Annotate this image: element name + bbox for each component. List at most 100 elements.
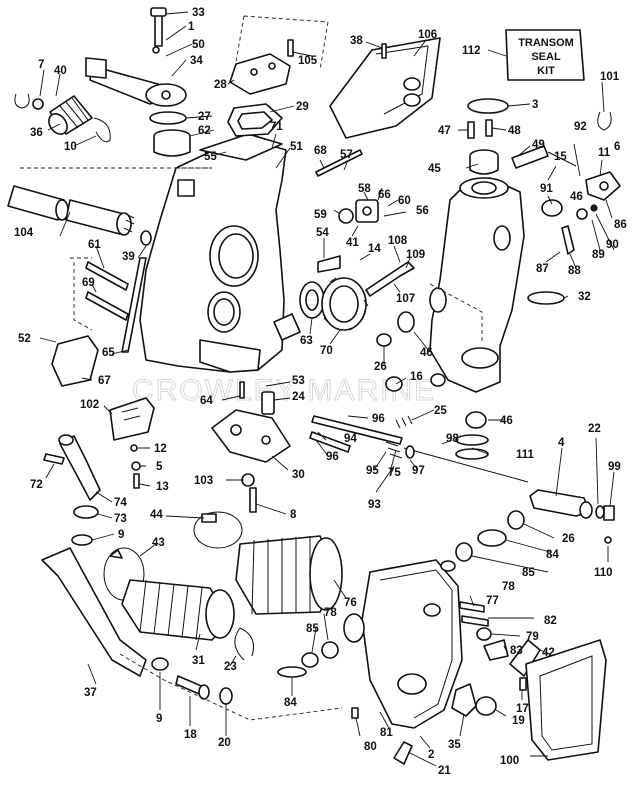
callout-39: 39 (122, 251, 135, 263)
gimbal-housing (429, 177, 525, 393)
leader-dash-61 (70, 257, 93, 331)
gimbal-ring-29 (227, 103, 283, 137)
gasket-35 (451, 683, 477, 717)
callout-57: 57 (340, 149, 353, 161)
washer-32 (527, 291, 565, 305)
callout-5: 5 (156, 461, 163, 473)
callout-19: 19 (512, 715, 525, 727)
callout-44: 44 (150, 509, 163, 521)
ring-59 (338, 208, 354, 224)
callout-3: 3 (532, 99, 538, 111)
callout-7: 7 (38, 59, 44, 71)
shaft-68 (315, 149, 363, 177)
callout-46-mid: 46 (420, 347, 433, 359)
callout-4: 4 (558, 437, 565, 449)
screw-80 (351, 707, 359, 719)
callout-77: 77 (486, 595, 499, 607)
leader-dash-lower (119, 653, 343, 721)
bracket-83 (483, 639, 509, 661)
callout-49: 49 (532, 139, 545, 151)
clamp-7 (14, 93, 30, 109)
callout-2: 2 (428, 749, 434, 761)
block-102 (109, 397, 155, 441)
bushing-26 (477, 510, 525, 547)
callout-110: 110 (594, 567, 613, 579)
ball-90 (590, 204, 598, 212)
shift-linkage-93 (309, 415, 529, 483)
callout-84-right: 84 (546, 549, 559, 561)
callout-8: 8 (290, 509, 297, 521)
gasket-100 (525, 639, 607, 761)
callout-94: 94 (344, 433, 357, 445)
seal-driver (273, 313, 301, 341)
callout-91: 91 (540, 183, 553, 195)
callout-78-right: 78 (502, 581, 515, 593)
callout-68: 68 (314, 145, 327, 157)
ring-23 (234, 627, 254, 661)
callout-46-lower: 46 (500, 415, 513, 427)
callout-66: 66 (378, 189, 391, 201)
handle-4 (529, 489, 593, 519)
callout-51: 51 (290, 141, 303, 153)
callout-98: 98 (446, 433, 459, 445)
callout-9-upper: 9 (118, 529, 124, 541)
bushing-24-53 (239, 381, 275, 415)
leader-dash-28 (235, 15, 329, 71)
callout-41: 41 (346, 237, 359, 249)
bellows-31 (121, 579, 235, 641)
tube-65 (121, 257, 147, 353)
fitting-21 (393, 741, 413, 765)
callout-25: 25 (434, 405, 447, 417)
callout-87: 87 (536, 263, 549, 275)
callout-104: 104 (14, 227, 34, 239)
callout-23: 23 (224, 661, 237, 673)
dowels-47-48 (467, 119, 493, 139)
rollers-26-46 (376, 311, 446, 392)
callout-75: 75 (388, 467, 401, 479)
bearing-63 (299, 281, 325, 319)
callout-28: 28 (214, 79, 227, 91)
callout-1: 1 (188, 21, 195, 33)
clamp-10 (93, 117, 111, 143)
callout-53: 53 (292, 375, 305, 387)
callout-36: 36 (30, 127, 43, 139)
callout-10: 10 (64, 141, 77, 153)
kit-line-3: KIT (537, 65, 555, 77)
bellows-76 (235, 535, 343, 615)
callout-96-upper: 96 (372, 413, 385, 425)
callout-105: 105 (298, 55, 318, 67)
plate-28 (229, 53, 291, 95)
screw-105 (287, 39, 294, 57)
callout-89: 89 (592, 249, 605, 261)
elbow-74 (58, 434, 101, 501)
intermediate-housing (343, 559, 463, 729)
bearing-78b (455, 542, 473, 562)
callout-17: 17 (516, 703, 529, 715)
shift-lever-assembly (85, 7, 187, 107)
callout-22: 22 (588, 423, 601, 435)
callout-58: 58 (358, 183, 371, 195)
callout-6: 6 (614, 141, 620, 153)
callout-96-lower: 96 (326, 451, 339, 463)
callout-109: 109 (406, 249, 425, 261)
callout-47: 47 (438, 125, 451, 137)
callout-97: 97 (412, 465, 425, 477)
kit-line-1: TRANSOM (518, 37, 574, 49)
callout-65: 65 (102, 347, 115, 359)
clamp-44 (193, 511, 243, 549)
callout-112: 112 (462, 45, 481, 57)
leader-lines (39, 11, 615, 767)
hardware-12-5-13 (130, 444, 141, 489)
kit-line-2: SEAL (531, 51, 561, 63)
ring-79 (476, 627, 492, 641)
callout-34: 34 (190, 55, 203, 67)
callout-42: 42 (542, 647, 555, 659)
callout-85-right: 85 (522, 567, 535, 579)
tubes-104 (7, 185, 135, 236)
callout-40: 40 (54, 65, 67, 77)
callout-18: 18 (184, 729, 197, 741)
clamp-101 (597, 111, 612, 131)
collar-45 (469, 149, 499, 175)
callout-55: 55 (204, 151, 217, 163)
